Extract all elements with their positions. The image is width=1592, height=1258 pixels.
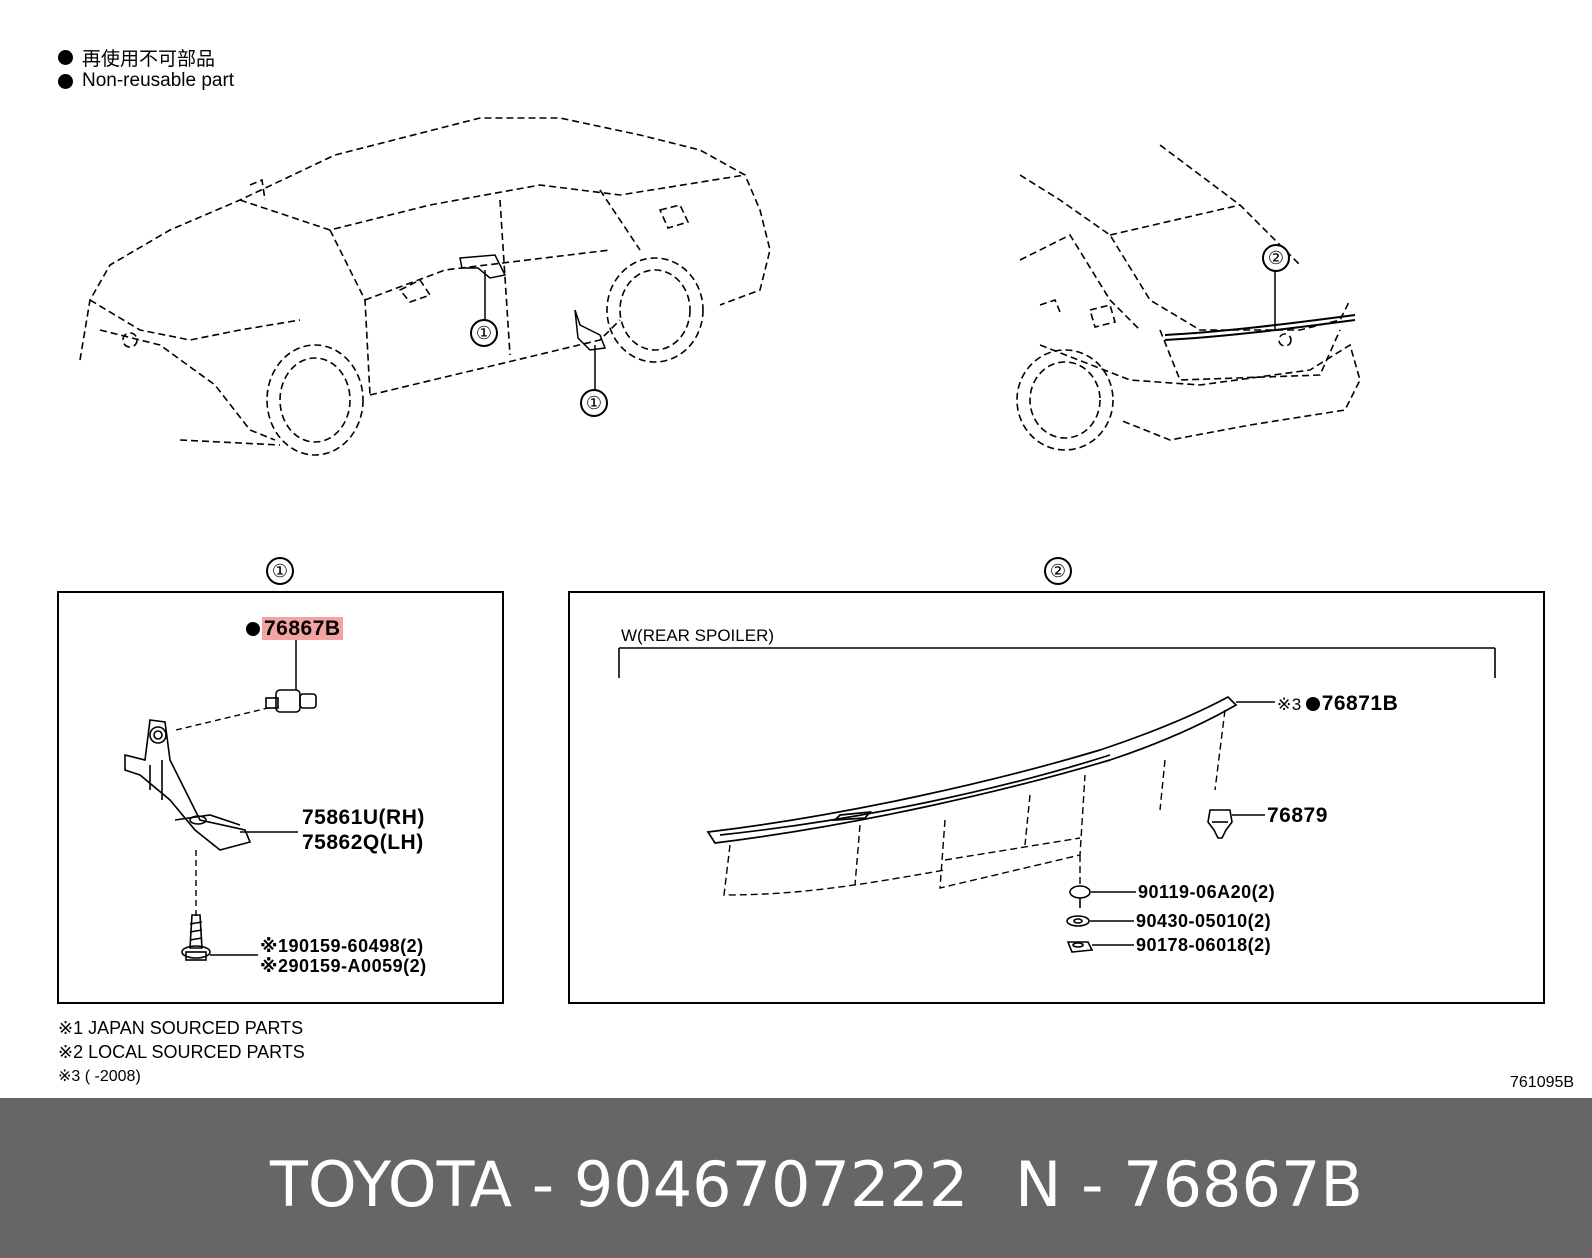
note-3-marker: ※3 (1277, 695, 1302, 714)
non-reusable-dot-icon (246, 622, 260, 636)
part-76871B-label: ※3 76871B (1277, 692, 1398, 716)
assembly-rear-spoiler-label: W(REAR SPOILER) (621, 626, 775, 645)
part-bolt-1-label: ※190159-60498(2) (260, 936, 424, 956)
callout-1-door-rear: ① (580, 389, 608, 417)
note-japan-sourced: ※1 JAPAN SOURCED PARTS (58, 1018, 304, 1038)
part-76867B-highlight: 76867B (262, 617, 343, 640)
part-75861U-label: 75861U(RH) (302, 806, 425, 829)
non-reusable-dot-icon (58, 73, 73, 89)
part-90119-label: 90119-06A20(2) (1138, 882, 1276, 902)
part-90430-label: 90430-05010(2) (1136, 911, 1272, 931)
legend-non-reusable-jp: 再使用不可部品 (58, 44, 215, 71)
panel-2-spoiler-detail (568, 591, 1545, 1004)
part-76871B-number: 76871B (1321, 692, 1399, 715)
non-reusable-dot-icon (1305, 697, 1320, 711)
callout-2-rear-spoiler: ② (1262, 244, 1290, 272)
part-90178-label: 90178-06018(2) (1136, 935, 1272, 955)
panel-1-bracket-detail (57, 591, 504, 1004)
note-3-range: ※3 ( -2008) (58, 1068, 141, 1085)
callout-1-door-front: ① (470, 319, 498, 347)
part-76879-label: 76879 (1267, 804, 1328, 827)
part-75862Q-label: 75862Q(LH) (302, 831, 424, 854)
legend-non-reusable-en: Non-reusable part (58, 70, 234, 92)
diagram-code: 761095B (1510, 1074, 1575, 1091)
panel-2-title: ② (1044, 557, 1072, 585)
panel-1-title: ① (266, 557, 294, 585)
part-bolt-2-label: ※290159-A0059(2) (260, 956, 427, 976)
car-front-side-illustration (79, 117, 771, 456)
footer-bar (0, 1098, 1592, 1258)
legend-jp-label: 再使用不可部品 (82, 49, 216, 70)
footer-brand-part-number: TOYOTA - 9046707222 (270, 1148, 969, 1221)
legend-en-label: Non-reusable part (82, 70, 235, 91)
footer-reference: N - 76867B (1015, 1148, 1363, 1221)
non-reusable-dot-icon (58, 50, 73, 65)
note-local-sourced: ※2 LOCAL SOURCED PARTS (58, 1042, 305, 1062)
part-76867B-label: 76867B (246, 617, 343, 641)
